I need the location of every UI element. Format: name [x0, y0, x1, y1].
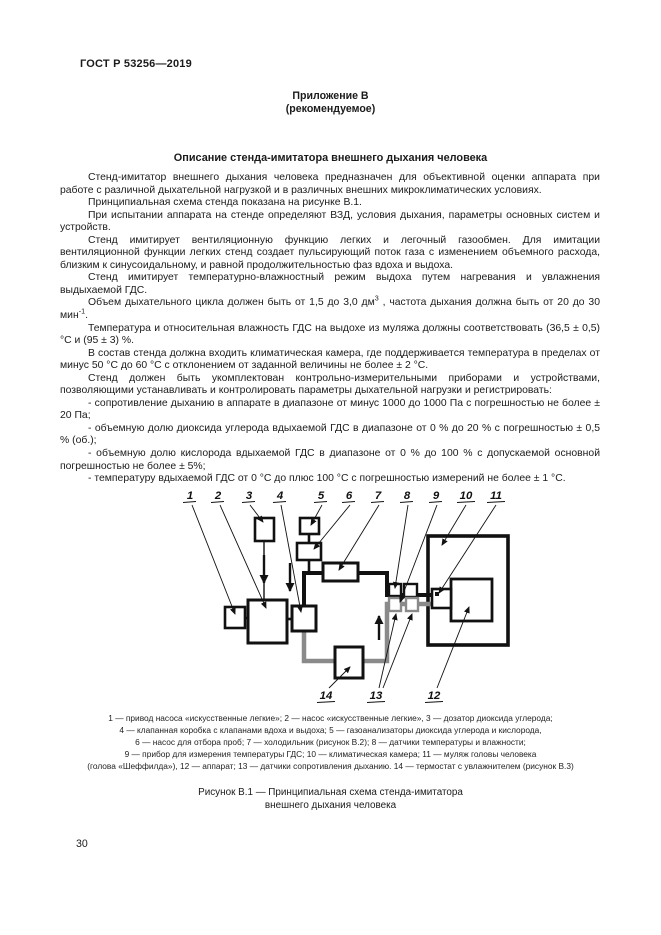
head-mannequin-box [430, 587, 453, 610]
thermostat-humidifier-box [333, 645, 365, 680]
label-10: 10 [460, 490, 473, 502]
leader-lines [191, 504, 497, 689]
legend-line: (голова «Шеффилда»), 12 — аппарат; 13 — … [87, 761, 574, 772]
figure-labels-top: 1 2 3 4 5 6 7 8 9 10 11 [182, 490, 506, 503]
appendix-subtitle: (рекомендуемое) [285, 102, 376, 115]
label-14: 14 [320, 690, 333, 702]
paragraph: Стенд имитирует вентиляционную функцию л… [60, 234, 600, 271]
head-mannequin-port [435, 592, 439, 596]
legend-line: 1 — привод насоса «искусственные легкие»… [108, 713, 553, 723]
text-run: . [85, 310, 88, 322]
paragraph: Стенд должен быть укомплектован контроль… [60, 372, 600, 397]
label-7: 7 [375, 490, 382, 502]
legend-line: 4 — клапанная коробка с клапанами вдоха … [119, 725, 542, 736]
standard-number: ГОСТ Р 53256—2019 [80, 58, 192, 70]
co2-doser-box [253, 516, 276, 543]
apparatus-box [449, 577, 494, 623]
paragraph-breath-cycle: Объем дыхательного цикла должен быть от … [60, 294, 600, 322]
figure-labels-bottom: 14 13 12 [316, 690, 444, 703]
breath-resistance-sensor-2 [404, 596, 420, 613]
text-run: , частота дыхания должна быть от 20 до 3… [60, 297, 600, 322]
figure-legend: 1 — привод насоса «искусственные легкие»… [48, 712, 613, 772]
figure-caption-line1: Рисунок В.1 — Принципиальная схема стенд… [198, 787, 463, 798]
label-8: 8 [404, 490, 411, 502]
schematic-diagram: 1 2 3 4 5 6 7 8 9 10 11 [182, 490, 510, 703]
cooler-box [321, 561, 360, 583]
label-5: 5 [318, 490, 325, 502]
breath-resistance-sensor-1 [387, 596, 403, 613]
valve-box [290, 604, 318, 633]
appendix-title: Приложение В [292, 90, 369, 102]
appendix-heading: Приложение В (рекомендуемое) [0, 90, 661, 115]
figure-caption-line2: внешнего дыхания человека [264, 800, 397, 812]
label-2: 2 [214, 490, 222, 502]
page-number: 30 [76, 838, 88, 850]
label-9: 9 [433, 490, 440, 502]
list-item-resistance: - сопротивление дыханию в аппарате в диа… [60, 397, 600, 422]
label-11: 11 [490, 490, 502, 502]
gas-analyzer-box [298, 516, 321, 536]
artificial-lungs-pump-box [246, 598, 289, 645]
superscript: 3 [374, 294, 379, 303]
paragraph: При испытании аппарата на стенде определ… [60, 209, 600, 234]
section-title: Описание стенда-имитатора внешнего дыхан… [173, 152, 488, 164]
label-6: 6 [346, 490, 353, 502]
body-text: Стенд-имитатор внешнего дыхания человека… [60, 172, 600, 486]
list-item-o2: - объемную долю кислорода вдыхаемой ГДС … [60, 448, 600, 472]
label-13: 13 [370, 690, 383, 702]
paragraph: Температура и относительная влажность ГД… [60, 322, 600, 347]
figure-caption: Рисунок В.1 — Принципиальная схема стенд… [0, 786, 661, 812]
paragraph: Стенд имитирует температурно-влажностный… [60, 272, 600, 296]
label-4: 4 [276, 490, 284, 502]
pump-drive-box [223, 605, 247, 630]
exhale-pipe [301, 601, 436, 664]
label-1: 1 [187, 490, 193, 502]
paragraph: Принципиальная схема стенда показана на … [88, 197, 362, 209]
list-item-co2: - объемную долю диоксида углерода вдыхае… [60, 422, 600, 447]
paragraph: Стенд-имитатор внешнего дыхания человека… [60, 172, 600, 196]
legend-line: 9 — прибор для измерения температуры ГДС… [124, 749, 537, 760]
label-3: 3 [246, 490, 253, 502]
superscript: -1 [78, 306, 86, 316]
label-12: 12 [428, 690, 441, 702]
legend-line: 6 — насос для отбора проб; 7 — холодильн… [135, 737, 526, 748]
text-run: Объем дыхательного цикла должен быть от … [88, 297, 375, 309]
list-item-temperature: - температуру вдыхаемой ГДС от 0 °С до п… [88, 473, 566, 485]
paragraph: В состав стенда должна входить климатиче… [60, 347, 600, 372]
